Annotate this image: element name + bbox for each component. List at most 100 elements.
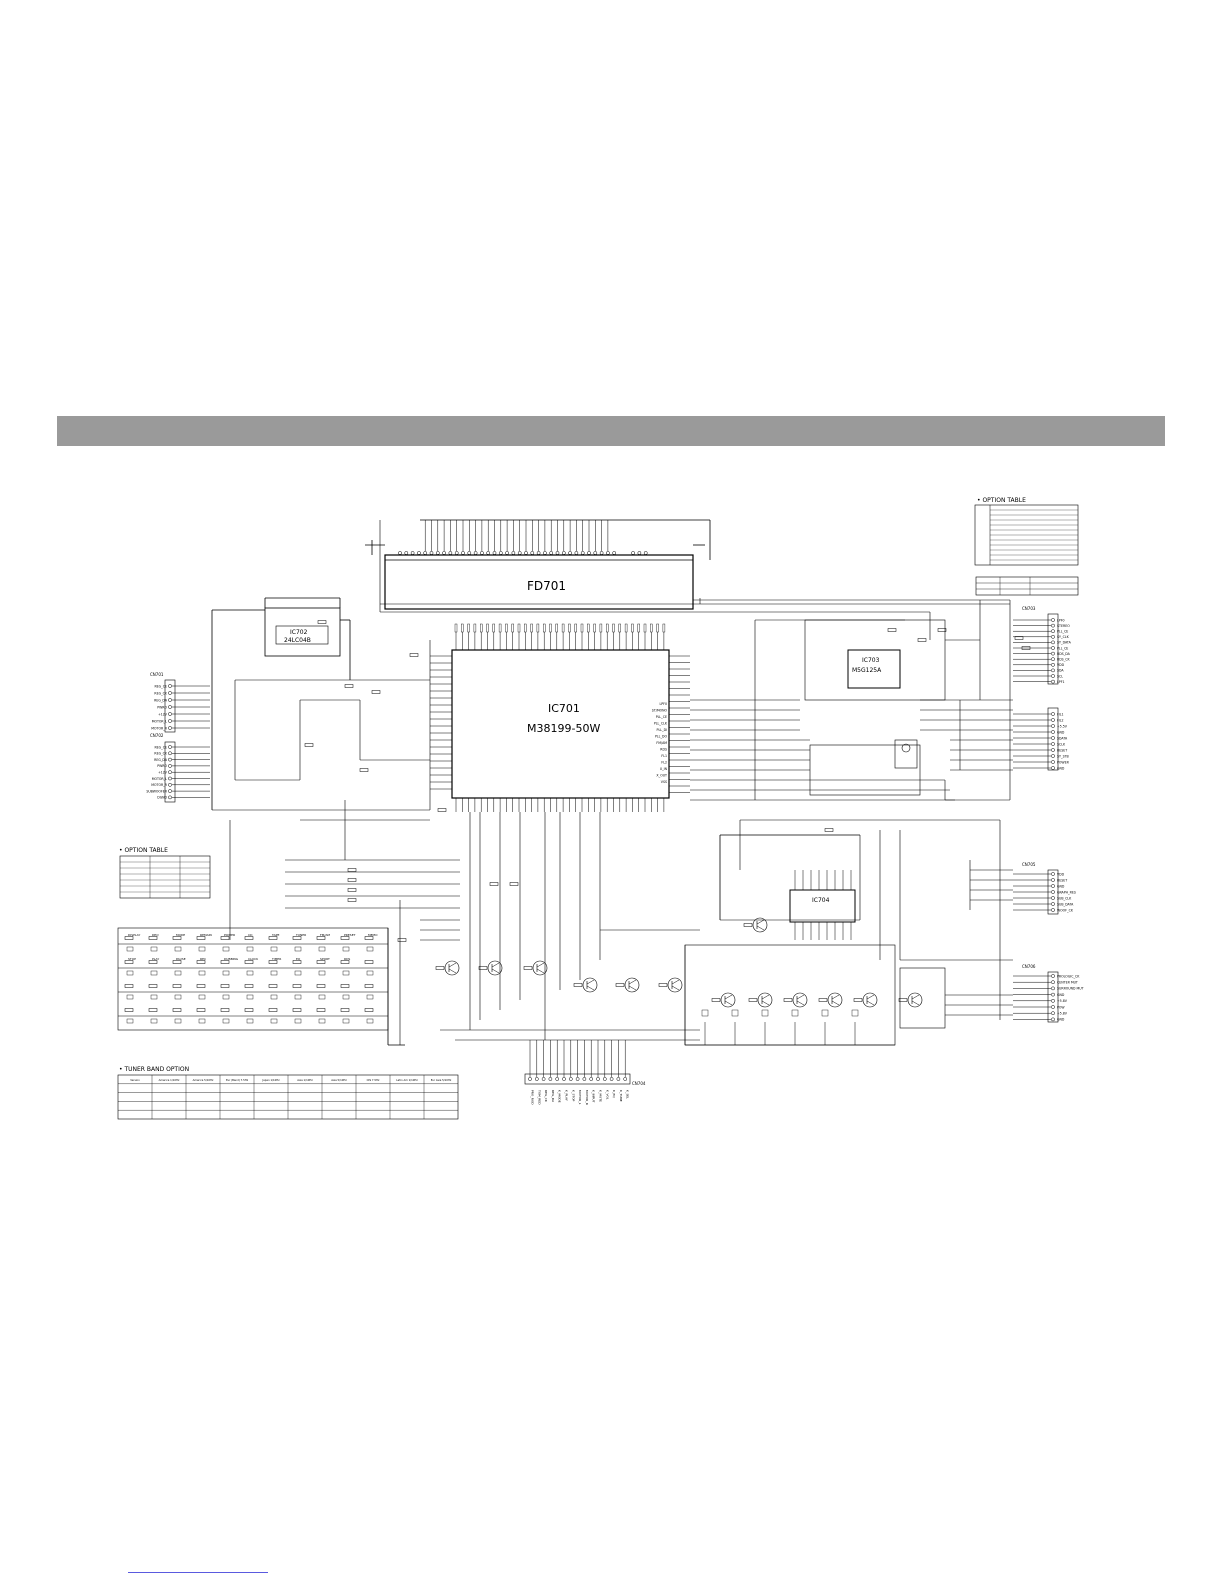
ic704: IC704 xyxy=(719,834,860,940)
connector-pin-label: REG_CK xyxy=(154,691,168,695)
key-label: DISPLAY xyxy=(128,933,140,937)
connector-pin-label: SY_STB xyxy=(1057,754,1069,758)
connector-pin-label: K_SEL xyxy=(626,1090,630,1099)
connector-pin-label: K_MUTE xyxy=(599,1090,603,1102)
ic701-pin-label: ST/MONO xyxy=(652,709,668,713)
connector-pin-label: REG_DA xyxy=(154,758,168,762)
connector-pin-label: GND xyxy=(1057,993,1065,997)
connector-pin-label: K_STOP xyxy=(571,1090,575,1102)
connector-pin-label: REG_DA xyxy=(154,698,168,702)
connector-pin-label: VDD xyxy=(1057,872,1065,876)
connector-pin-label: SY_CLK xyxy=(1057,635,1070,639)
connector-pin-label: REG_CK xyxy=(154,752,168,756)
connector-cn701: CN701 REG_CEREG_CKREG_DAPWRO+12VMOTOR_LM… xyxy=(150,672,210,733)
transistor-drivers xyxy=(435,917,946,1046)
key-label: PRESET xyxy=(344,933,356,937)
fd701-label: FD701 xyxy=(527,579,566,593)
svg-text:CN702: CN702 xyxy=(150,733,164,738)
connector-pin-label: +5.8V xyxy=(1057,999,1068,1003)
svg-text:• TUNER BAND OPTION: • TUNER BAND OPTION xyxy=(119,1066,189,1073)
connector-cn705: CN705 VDDRESETGNDGRAPH_RESSUB_CLKSUB_DAT… xyxy=(1013,862,1076,915)
key-label: FM/AM xyxy=(320,933,330,937)
key-label: CLOCK xyxy=(248,957,259,961)
ic701-pin-label: LPF0 xyxy=(659,702,667,706)
svg-text:CN704: CN704 xyxy=(632,1081,646,1086)
connector-pin-label: MOTOR_R xyxy=(585,1090,589,1105)
connector-pin-label: REG_CE xyxy=(154,745,167,749)
ic701-pin-label: RDS xyxy=(660,748,667,752)
connector-pin-label: K_TUNE xyxy=(619,1090,623,1102)
connector-pin-label: K_PLAY xyxy=(565,1090,569,1101)
connector-pin-label: PWRO xyxy=(157,705,167,709)
tuner-table-header: Japan 1/10Hz xyxy=(261,1078,280,1082)
connector-pin-label: GND xyxy=(1057,1018,1065,1022)
connector-pin-label: GRAPH_RES xyxy=(1057,890,1076,894)
connector-pin-label: GND xyxy=(1057,884,1065,888)
key-label: REC xyxy=(200,957,206,961)
connector-pin-label: +12V xyxy=(158,712,168,716)
connector-pin-label: WOOF_CK xyxy=(1057,908,1074,912)
svg-text:24LC04B: 24LC04B xyxy=(284,637,311,644)
connector-pin-label: REG_CK xyxy=(544,1090,548,1103)
tuner-table-header: America 1/10Hz xyxy=(159,1078,180,1082)
tuner-table-header: Asia 5/10Hz xyxy=(331,1078,347,1082)
key-label: TUNER xyxy=(295,933,306,937)
ic701-pin-label: VSS xyxy=(661,780,667,784)
fd701-display: FD701 xyxy=(365,519,711,610)
tuner-table-header: Asia 1/10Hz xyxy=(297,1078,313,1082)
ic701-ref: IC701 xyxy=(548,702,580,715)
connector-pin-label: TOM_RED xyxy=(537,1089,541,1105)
connector-pin-label: SDA xyxy=(1057,669,1064,673)
svg-text:• OPTION TABLE: • OPTION TABLE xyxy=(119,847,168,854)
section-header-bar xyxy=(57,416,1165,446)
key-label: CD xyxy=(248,933,253,937)
ic703: IC703 M5G125A xyxy=(804,619,946,796)
key-label: TAPE xyxy=(271,933,279,937)
key-label: POWER xyxy=(224,933,235,937)
ic701-pin-label: PLL_DI xyxy=(657,728,668,732)
connector-pin-label: LPF0 xyxy=(1057,618,1065,622)
svg-text:• OPTION TABLE: • OPTION TABLE xyxy=(977,497,1026,504)
connector-pin-label: FIL2 xyxy=(1057,718,1064,722)
tuner-table-header: America 5/10Hz xyxy=(193,1078,214,1082)
footer-link-underline xyxy=(128,1572,268,1573)
connector-pin-label: VDD xyxy=(1057,663,1065,667)
connector-pin-label: +5.5V xyxy=(1057,724,1068,728)
key-label: TIMER xyxy=(271,957,281,961)
connector-pin-label: K_EQ xyxy=(612,1090,616,1098)
connector-pin-label: SCLK xyxy=(1057,742,1066,746)
svg-text:IC703: IC703 xyxy=(862,657,880,664)
connector-pin-label: RESET xyxy=(1057,878,1067,882)
svg-text:CN705: CN705 xyxy=(1022,862,1036,867)
connector-pin-label: STEREO xyxy=(1057,624,1070,628)
key-label: PAUSE xyxy=(176,957,186,961)
key-label: DEQ xyxy=(152,933,159,937)
key-label: STOP xyxy=(128,957,136,961)
svg-text:CN706: CN706 xyxy=(1022,964,1036,969)
connector-pin-label: SUBWOOFER xyxy=(146,789,167,793)
connector-pin-label: SUB_CLK xyxy=(1057,896,1072,900)
connector-cn702: CN702 REG_CEREG_CKREG_DAPWRO+12VMOTOR_LM… xyxy=(146,733,210,803)
connector-pin-label: PWRO xyxy=(157,764,167,768)
connector-pin-label: RDS_CK xyxy=(1057,658,1071,662)
connector-pin-label: +12V xyxy=(158,771,168,775)
connector-cn704: FIL1FIL2+5.5VGNDSDATASCLKRESETSY_STBPOWE… xyxy=(1013,707,1070,771)
ic702-eeprom: IC702 24LC04B xyxy=(211,597,351,810)
connector-pin-label: CENTER MUT xyxy=(1057,981,1078,985)
ic701-pin-label: FL2 xyxy=(661,761,667,765)
ic701-pin-label: X_IN xyxy=(660,767,668,771)
connector-pin-label: MOTOR_L xyxy=(578,1090,582,1105)
connector-pin-label: MOTOR_L xyxy=(152,777,168,781)
key-label: SPORT xyxy=(320,957,330,961)
key-label: MODE xyxy=(176,933,185,937)
connector-pin-label: SURROUND MUT xyxy=(1057,987,1084,991)
key-label: MEMO xyxy=(368,933,378,937)
connector-pin-label: MOTOR_L xyxy=(152,719,168,723)
ic701-pin-label: PLL_CE xyxy=(656,715,667,719)
connector-pin-label: K_MODE xyxy=(558,1090,562,1103)
key-label: RDS xyxy=(344,957,350,961)
